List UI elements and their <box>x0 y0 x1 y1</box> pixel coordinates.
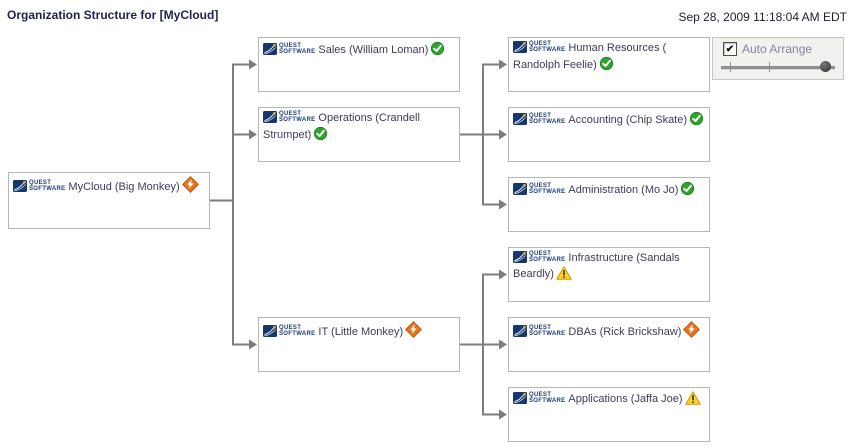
status-ok-icon <box>430 41 445 61</box>
auto-arrange-panel: ✔ Auto Arrange <box>712 37 844 80</box>
quest-logo-mark-icon <box>513 41 527 53</box>
quest-logo-text-line2: SOFTWARE <box>529 257 566 263</box>
page-title: Organization Structure for [MyCloud] <box>7 8 219 22</box>
status-error-icon <box>683 320 701 343</box>
quest-logo-mark-icon <box>513 325 527 337</box>
auto-arrange-checkbox[interactable]: ✔ <box>723 42 737 56</box>
quest-logo-text-line2: SOFTWARE <box>529 119 566 125</box>
quest-logo-mark-icon <box>263 325 277 337</box>
zoom-slider-knob[interactable] <box>820 61 832 72</box>
quest-logo-text-line1: QUEST <box>279 43 302 49</box>
quest-logo-mark-icon <box>263 43 277 55</box>
quest-logo-mark-icon <box>13 180 27 192</box>
quest-logo-text-line2: SOFTWARE <box>529 47 566 53</box>
org-node-label: Human Resources ( Randolph Feelie) <box>513 42 667 71</box>
org-node-label: Administration (Mo Jo) <box>568 184 679 196</box>
quest-logo-text-line1: QUEST <box>529 251 552 257</box>
org-node-label: Operations (Crandell Strumpet) <box>263 112 420 141</box>
quest-logo-text-line2: SOFTWARE <box>29 186 66 192</box>
timestamp: Sep 28, 2009 11:18:04 AM EDT <box>678 10 847 24</box>
quest-logo-text-line1: QUEST <box>279 111 302 117</box>
org-node-label: MyCloud (Big Monkey) <box>68 181 180 193</box>
quest-logo-text-line1: QUEST <box>29 180 52 186</box>
zoom-slider-track[interactable] <box>721 66 835 70</box>
status-warning-icon <box>684 391 701 410</box>
quest-logo-text-line2: SOFTWARE <box>529 189 566 195</box>
quest-logo-text-line2: SOFTWARE <box>279 49 316 55</box>
quest-logo-text-line1: QUEST <box>529 325 552 331</box>
quest-logo-text-line2: SOFTWARE <box>279 331 316 337</box>
quest-logo-text-line2: SOFTWARE <box>279 117 316 123</box>
status-ok-icon <box>689 111 704 131</box>
status-error-icon <box>405 320 423 343</box>
status-ok-icon <box>599 56 614 76</box>
status-warning-icon <box>556 266 572 285</box>
quest-logo-text-line1: QUEST <box>529 183 552 189</box>
status-warning-icon <box>684 391 701 405</box>
status-error-icon <box>683 320 701 339</box>
quest-logo-mark-icon <box>263 111 277 123</box>
status-error-icon <box>405 320 423 339</box>
org-node-label: IT (Little Monkey) <box>318 326 404 338</box>
status-ok-icon <box>689 111 704 126</box>
zoom-slider-tick <box>730 62 732 72</box>
auto-arrange-label: Auto Arrange <box>742 42 813 56</box>
status-ok-icon <box>430 41 445 56</box>
org-node-label: Accounting (Chip Skate) <box>568 114 688 126</box>
quest-logo-text-line2: SOFTWARE <box>529 331 566 337</box>
status-ok-icon <box>599 56 614 71</box>
org-node-label: DBAs (Rick Brickshaw) <box>568 326 682 338</box>
status-error-icon <box>181 175 199 198</box>
quest-logo-text-line1: QUEST <box>529 41 552 47</box>
status-warning-icon <box>556 266 572 280</box>
org-node-label: Sales (William Loman) <box>318 44 429 56</box>
zoom-slider-tick <box>768 62 770 72</box>
quest-logo-mark-icon <box>513 392 527 404</box>
org-node-label: Infrastructure (Sandals Beardly) <box>513 252 680 280</box>
quest-logo-mark-icon <box>513 113 527 125</box>
status-ok-icon <box>313 126 328 141</box>
quest-logo-mark-icon <box>513 183 527 195</box>
zoom-slider[interactable] <box>721 60 835 74</box>
quest-logo-text-line1: QUEST <box>529 392 552 398</box>
status-ok-icon <box>313 126 328 146</box>
quest-logo-text-line1: QUEST <box>529 113 552 119</box>
status-error-icon <box>181 175 199 194</box>
status-ok-icon <box>680 181 695 201</box>
org-node-label: Applications (Jaffa Joe) <box>568 393 683 405</box>
quest-logo-text-line1: QUEST <box>279 325 302 331</box>
quest-logo-text-line2: SOFTWARE <box>529 398 566 404</box>
status-ok-icon <box>680 181 695 196</box>
quest-logo-mark-icon <box>513 251 527 263</box>
